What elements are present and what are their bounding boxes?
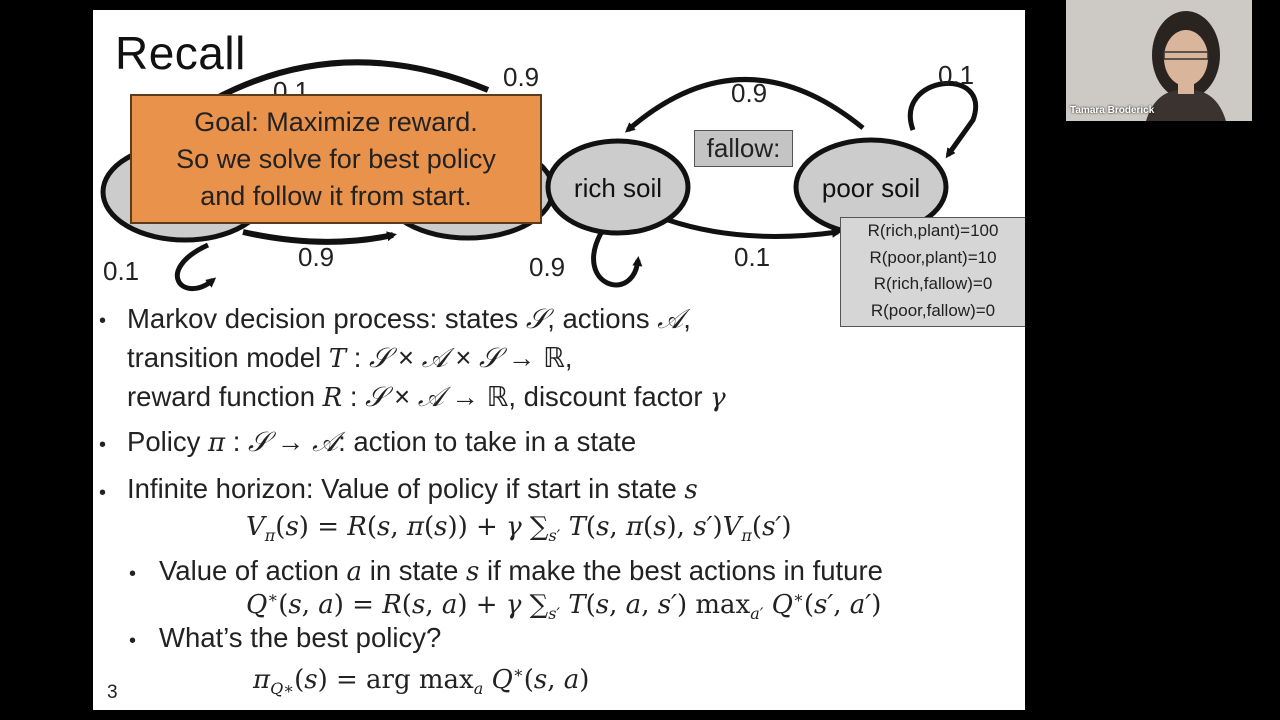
bullet-dot: • xyxy=(129,563,137,585)
bullet-infinite-horizon: Infinite horizon: Value of policy if sta… xyxy=(127,473,698,505)
arrow-rich-to-poor xyxy=(667,217,842,239)
reward-table: R(rich,plant)=100 R(poor,plant)=10 R(ric… xyxy=(840,217,1025,327)
left-top-arc xyxy=(211,59,490,103)
rich-self-loop xyxy=(591,231,643,288)
reward-row: R(poor,plant)=10 xyxy=(869,247,997,267)
prob-bottom-arrow: 0.1 xyxy=(734,242,771,272)
prob-rich-loop: 0.9 xyxy=(529,252,566,282)
participant-avatar xyxy=(1066,0,1252,121)
bullet-mdp-line3: reward function R : 𝒮 × 𝒜 → ℝ, discount … xyxy=(127,381,726,413)
slide-title: Recall xyxy=(115,27,246,79)
prob-top-left: 0.9 xyxy=(503,62,540,92)
prob-top-arrow: 0.9 xyxy=(731,78,768,108)
prob-poor-loop: 0.1 xyxy=(938,60,975,90)
goal-callout: Goal: Maximize reward. So we solve for b… xyxy=(130,94,542,224)
bullet-policy: Policy π : 𝒮 → 𝒜: action to take in a st… xyxy=(127,426,637,458)
poor-self-loop xyxy=(908,80,978,159)
equation-q-star: Q∗(s, a) = R(s, a) + γ ∑s′ T(s, a, s′) m… xyxy=(246,588,882,623)
arrow-poor-to-rich xyxy=(624,77,865,133)
reward-row: R(rich,fallow)=0 xyxy=(873,274,993,293)
bullet-mdp: Markov decision process: states 𝒮, actio… xyxy=(127,303,691,335)
bullet-list: • Markov decision process: states 𝒮, act… xyxy=(93,10,1025,710)
goal-line-1: Goal: Maximize reward. xyxy=(194,107,478,137)
bullet-mdp-line2: transition model T : 𝒮 × 𝒜 × 𝒮 → ℝ, xyxy=(127,342,573,374)
bullet-value-action: Value of action a in state s if make the… xyxy=(159,555,883,587)
equation-argmax-policy: πQ∗(s) = arg maxa Q∗(s, a) xyxy=(253,663,590,698)
state-rich-soil xyxy=(545,138,691,236)
left-bottom-arc xyxy=(242,229,397,245)
prob-left-bottom: 0.9 xyxy=(298,242,335,272)
equation-value-policy: Vπ(s) = R(s, π(s)) + γ ∑s′ T(s, π(s), s′… xyxy=(246,512,792,545)
reward-row: R(rich,plant)=100 xyxy=(867,221,999,240)
bullet-dot: • xyxy=(99,482,107,504)
participant-name: Tamara Broderick xyxy=(1070,105,1155,116)
prob-left-loop: 0.1 xyxy=(103,256,140,286)
slide: rich soil poor soil Recall 0.1 0.1 0.9 0… xyxy=(93,10,1025,710)
reward-row: R(poor,fallow)=0 xyxy=(870,300,996,320)
left-loop xyxy=(174,242,217,292)
poor-soil-label: poor soil xyxy=(822,173,920,203)
goal-line-3: and follow it from start. xyxy=(200,181,472,211)
goal-line-2: So we solve for best policy xyxy=(176,144,496,174)
page-number: 3 xyxy=(107,682,118,703)
bullet-best-policy: What’s the best policy? xyxy=(159,622,442,653)
action-label-fallow: fallow: xyxy=(694,130,793,167)
bullet-dot: • xyxy=(129,630,137,652)
participant-video[interactable]: Tamara Broderick xyxy=(1066,0,1252,121)
bullet-dot: • xyxy=(99,434,107,456)
bullet-dot: • xyxy=(99,310,107,332)
rich-soil-label: rich soil xyxy=(574,173,662,203)
